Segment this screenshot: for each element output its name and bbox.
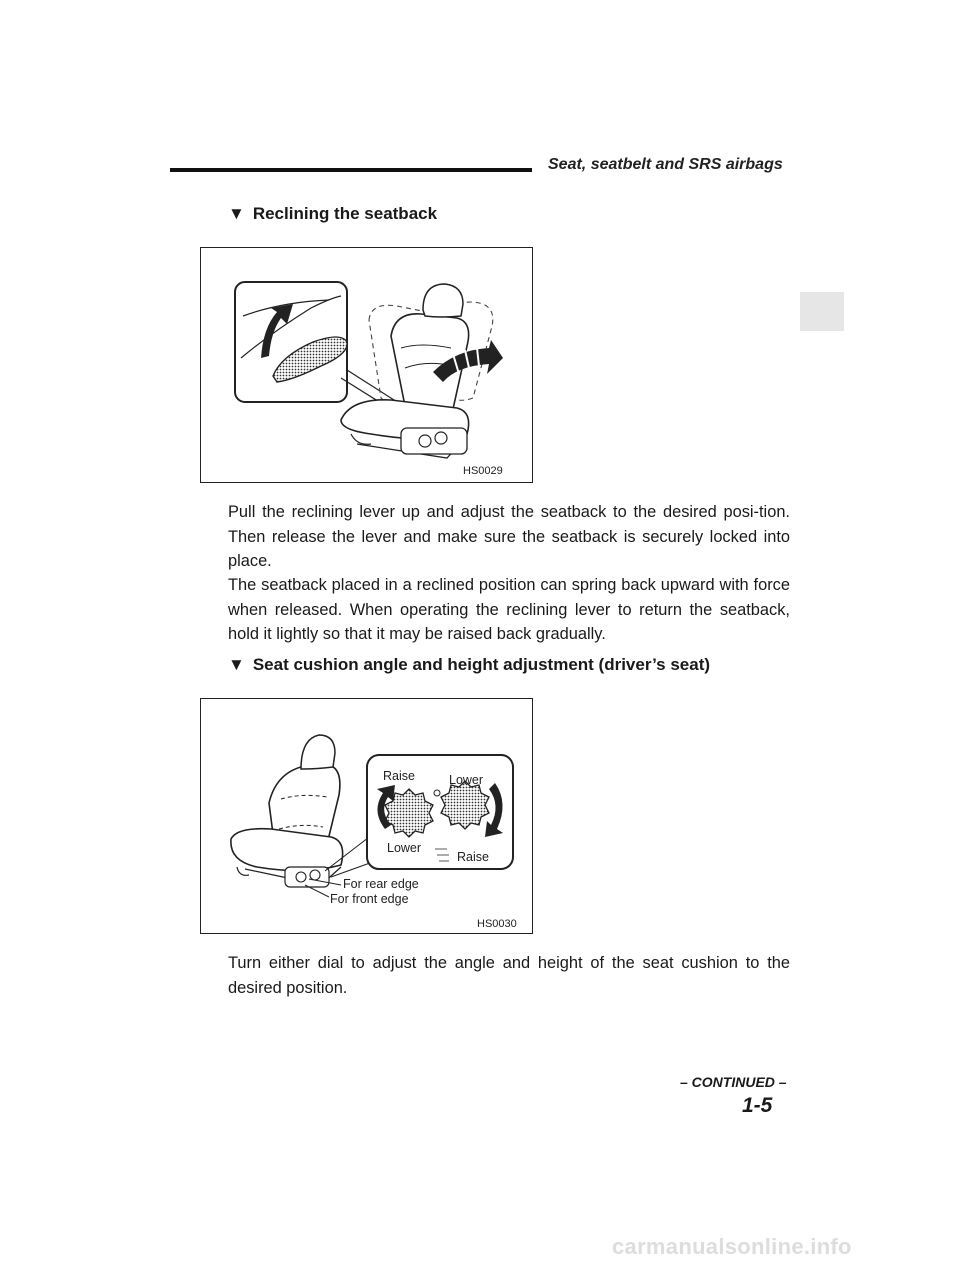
left-curved-arrow-icon (377, 785, 395, 829)
reclining-lever (272, 336, 348, 383)
label-raise-right: Raise (457, 850, 489, 864)
cushion-dial-illustration: Raise Lower Lower Raise For rear edge Fo… (230, 734, 517, 930)
figure-cushion: Raise Lower Lower Raise For rear edge Fo… (200, 698, 533, 934)
right-curved-arrow-icon (485, 783, 503, 837)
seat-cushion (230, 827, 344, 872)
dial-inset-box (366, 754, 514, 870)
triangle-marker-icon: ▼ (228, 204, 245, 223)
triangle-marker-icon: ▼ (228, 655, 245, 674)
label-rear-edge: For rear edge (343, 877, 419, 891)
paragraph: The seatback placed in a reclined positi… (228, 576, 790, 643)
headrest (300, 734, 336, 770)
front-edge-dial (440, 780, 490, 830)
rear-edge-dial (384, 788, 434, 838)
figure-code: HS0029 (463, 465, 503, 477)
page-number: 1-5 (742, 1094, 773, 1117)
figure-code: HS0030 (477, 918, 517, 930)
label-raise-left: Raise (383, 769, 415, 783)
figure-reclining: HS0029 (200, 247, 533, 483)
label-lower-right: Lower (449, 773, 483, 787)
heading-reclining: ▼ Reclining the seatback (228, 204, 437, 224)
heading-text: Reclining the seatback (252, 204, 438, 223)
paragraph: Turn either dial to adjust the angle and… (228, 954, 790, 997)
paragraph: Pull the reclining lever up and adjust t… (228, 503, 790, 570)
watermark: carmanualsonline.info (612, 1234, 852, 1259)
header-rule (170, 168, 532, 172)
label-lower-left: Lower (387, 841, 421, 855)
arrow-up-icon (261, 304, 293, 358)
headrest (422, 283, 464, 318)
reclining-seat-illustration: HS0029 (234, 281, 503, 477)
section-title: Seat, seatbelt and SRS airbags (548, 156, 783, 173)
heading-text: Seat cushion angle and height adjustment… (252, 655, 711, 674)
continued-label: – CONTINUED – (680, 1074, 787, 1090)
heading-cushion-adjustment: ▼ Seat cushion angle and height adjustmen… (228, 655, 710, 675)
chapter-tab (800, 292, 844, 331)
label-front-edge: For front edge (330, 892, 409, 906)
